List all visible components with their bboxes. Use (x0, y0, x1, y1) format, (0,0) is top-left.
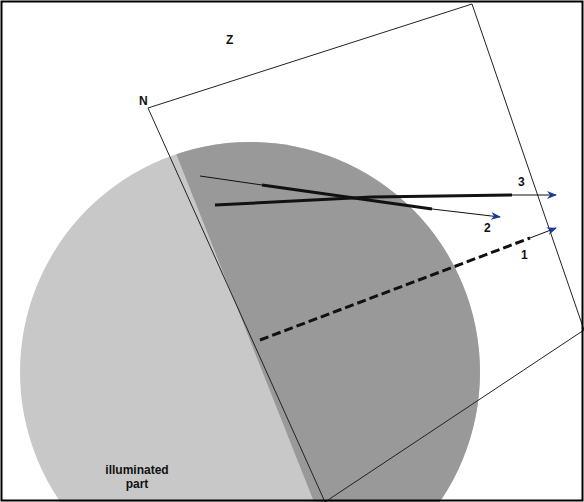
callout-label: Z (226, 33, 233, 47)
ray-line (372, 195, 512, 197)
dark-hemisphere (158, 0, 584, 502)
tilted-plane (148, 4, 584, 502)
callout-label: 1 (521, 248, 528, 262)
ray-line (512, 195, 556, 196)
region-label: illuminated part (96, 463, 178, 491)
callout-label: 3 (518, 175, 525, 189)
ray-line (260, 238, 530, 340)
ray-line (200, 176, 262, 185)
callout-label: N (139, 94, 148, 108)
ray-line (215, 197, 372, 205)
ray-line (530, 228, 556, 238)
callout-label: 2 (484, 221, 491, 235)
ray-line (432, 209, 500, 217)
